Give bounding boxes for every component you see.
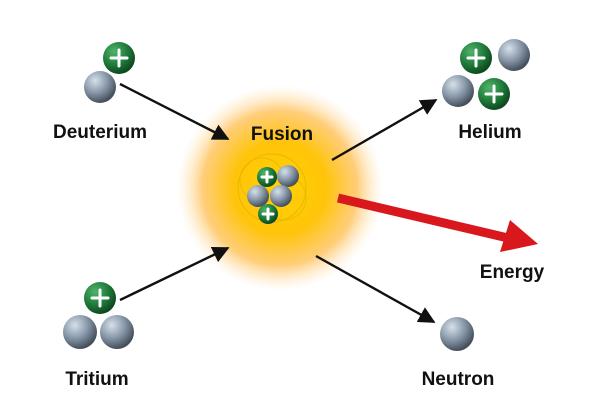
tritium-arrow [119, 246, 230, 302]
deuterium-arrow [119, 82, 230, 141]
neutron-arrow [315, 254, 436, 324]
neutron-particle [63, 315, 97, 349]
tritium-nucleus [63, 282, 134, 349]
fusion-nucleus [237, 153, 307, 224]
neutron-label: Neutron [422, 369, 495, 390]
deuterium-label: Deuterium [53, 122, 147, 143]
tritium-label: Tritium [65, 369, 128, 390]
neutron-particle [442, 75, 474, 107]
helium-nucleus [442, 39, 530, 110]
neutron-particle [498, 39, 530, 71]
neutron-particle [100, 315, 134, 349]
fusion-label: Fusion [251, 124, 313, 145]
energy-label: Energy [480, 262, 545, 283]
neutron-particle [270, 185, 292, 207]
neutron-particle [84, 71, 116, 103]
deuterium-nucleus [84, 42, 135, 103]
helium-arrow [331, 98, 438, 162]
neutron-output [440, 317, 474, 351]
energy-arrow [336, 193, 538, 252]
neutron-particle [247, 185, 269, 207]
helium-label: Helium [458, 122, 521, 143]
neutron-particle [277, 165, 299, 187]
